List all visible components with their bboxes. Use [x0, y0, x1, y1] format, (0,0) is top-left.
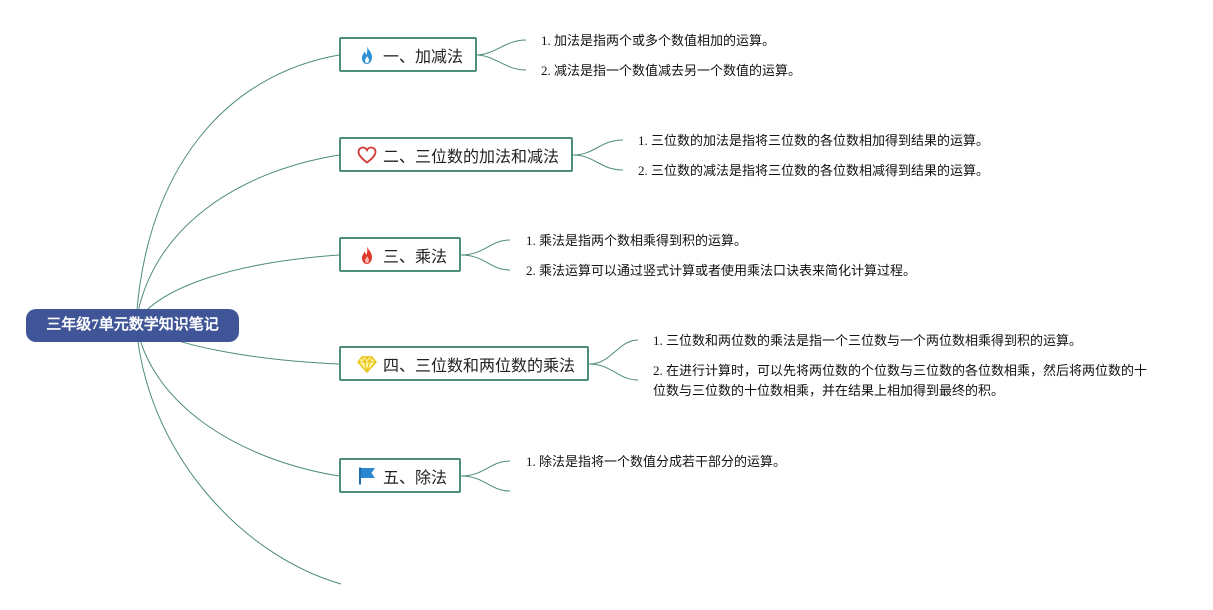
branch-title: 一、加减法 [383, 46, 464, 66]
flag-icon [357, 466, 377, 486]
connector-root-tail [135, 322, 342, 585]
branch-4-point-2[interactable]: 2. 在进行计算时，可以先将两位数的个位数与三位数的各位数相乘，然后将两位数的十… [653, 363, 1148, 398]
fire-red-icon [357, 245, 377, 265]
heart-outline-icon [357, 145, 377, 165]
branch-title: 四、三位数和两位数的乘法 [383, 355, 576, 375]
connector-b2-p2 [572, 154, 624, 171]
branch-3-point-2[interactable]: 2. 乘法运算可以通过竖式计算或者使用乘法口诀表来简化计算过程。 [526, 263, 917, 278]
branch-title: 二、三位数的加法和减法 [383, 146, 560, 166]
branch-title: 五、除法 [383, 467, 448, 487]
branch-5-point-1[interactable]: 1. 除法是指将一个数值分成若干部分的运算。 [526, 454, 787, 469]
connector-b5-p1 [460, 460, 511, 477]
connector-b1-p2 [475, 54, 527, 71]
connector-root-branch-1 [135, 54, 340, 324]
branch-topic-1[interactable]: 一、加减法 [339, 37, 477, 72]
diamond-icon [357, 354, 377, 374]
connector-b3-p2 [460, 254, 511, 271]
connector-b1-p1 [475, 39, 527, 56]
connector-root-branch-2 [135, 154, 340, 324]
branch-topic-5[interactable]: 五、除法 [339, 458, 461, 493]
connector-b4-p2 [588, 363, 639, 381]
connector-b4-p1 [588, 339, 639, 365]
root-topic[interactable]: 三年级7单元数学知识笔记 [26, 309, 239, 342]
fire-blue-icon [357, 45, 377, 65]
branch-topic-3[interactable]: 三、乘法 [339, 237, 461, 272]
branch-3-point-1[interactable]: 1. 乘法是指两个数相乘得到积的运算。 [526, 233, 748, 248]
branch-topic-2[interactable]: 二、三位数的加法和减法 [339, 137, 573, 172]
branch-1-point-1[interactable]: 1. 加法是指两个或多个数值相加的运算。 [541, 33, 776, 48]
branch-4-point-1[interactable]: 1. 三位数和两位数的乘法是指一个三位数与一个两位数相乘得到积的运算。 [653, 333, 1083, 348]
branch-title: 三、乘法 [383, 246, 448, 266]
branch-2-point-1[interactable]: 1. 三位数的加法是指将三位数的各位数相加得到结果的运算。 [638, 133, 990, 148]
connector-b3-p1 [460, 239, 511, 256]
connector-b2-p1 [572, 139, 624, 156]
branch-topic-4[interactable]: 四、三位数和两位数的乘法 [339, 346, 589, 381]
branch-1-point-2[interactable]: 2. 减法是指一个数值减去另一个数值的运算。 [541, 63, 802, 78]
connector-b5-p2 [460, 475, 511, 492]
branch-2-point-2[interactable]: 2. 三位数的减法是指将三位数的各位数相减得到结果的运算。 [638, 163, 990, 178]
connector-root-branch-5 [135, 322, 340, 477]
